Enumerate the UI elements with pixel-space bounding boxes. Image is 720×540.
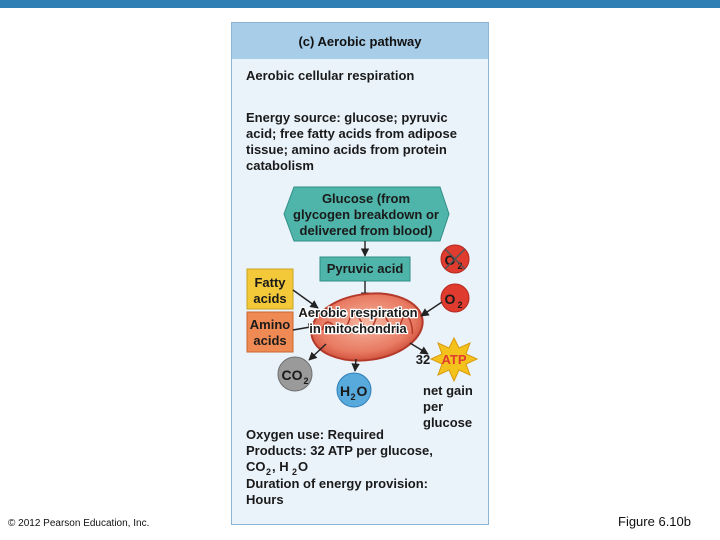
amino-acids-label: Amino	[250, 317, 291, 332]
fatty-acids-box	[246, 268, 294, 310]
svg-text:, H: , H	[272, 459, 289, 474]
arrow-mito-co2	[308, 343, 327, 361]
svg-text:2: 2	[457, 300, 462, 310]
duration-text: Hours	[246, 492, 284, 507]
atp-count: 32	[416, 352, 430, 367]
glucose-box	[283, 186, 450, 242]
energy-source-line: acid; free fatty acids from adipose	[246, 126, 457, 141]
svg-text:2: 2	[292, 467, 297, 477]
glucose-label: glycogen breakdown or	[293, 207, 439, 222]
o2-icon: O 2	[440, 283, 470, 313]
svg-text:CO: CO	[246, 459, 266, 474]
copyright: © 2012 Pearson Education, Inc.	[8, 518, 150, 529]
atp-star-icon	[429, 336, 479, 383]
mitochondria-label: in mitochondria	[309, 321, 407, 336]
energy-source-line: tissue; amino acids from protein	[246, 142, 447, 157]
net-gain-label: glucose	[423, 415, 472, 430]
svg-text:2: 2	[303, 376, 308, 386]
top-bar	[0, 0, 720, 8]
h2o-icon: H 2 O	[336, 372, 372, 408]
panel-subtitle: Aerobic cellular respiration	[246, 68, 415, 83]
svg-text:O: O	[445, 291, 456, 307]
glucose-label: Glucose (from	[322, 191, 410, 206]
glucose-label: delivered from blood)	[300, 223, 433, 238]
atp-label: ATP	[441, 352, 466, 367]
pyruvic-acid-box	[319, 256, 411, 282]
pyruvic-acid-label: Pyruvic acid	[327, 261, 404, 276]
mitochondrion	[310, 292, 424, 362]
net-gain-label: per	[423, 399, 443, 414]
svg-text:CO: CO	[282, 367, 303, 383]
fatty-acids-label: Fatty	[254, 275, 286, 290]
energy-source-line: Energy source: glucose; pyruvic	[246, 110, 448, 125]
arrow-mito-h2o	[351, 358, 360, 372]
arrow-o2-mito	[420, 301, 443, 317]
panel-title: (c) Aerobic pathway	[232, 23, 488, 59]
svg-text:2: 2	[350, 392, 355, 402]
o2-crossed-icon: O 2	[440, 244, 470, 274]
energy-source-line: catabolism	[246, 158, 314, 173]
svg-text:2: 2	[266, 467, 271, 477]
svg-text:H: H	[340, 383, 350, 399]
figure-label: Figure 6.10b	[618, 514, 691, 529]
amino-acids-label: acids	[253, 333, 286, 348]
products-text: Products: 32 ATP per glucose,	[246, 443, 433, 458]
svg-text:O: O	[357, 383, 368, 399]
svg-text:2: 2	[457, 261, 462, 271]
duration-text: Duration of energy provision:	[246, 476, 428, 491]
arrow-mito-atp	[409, 342, 429, 355]
oxygen-use-text: Oxygen use: Required	[246, 427, 384, 442]
co2-icon: CO 2	[277, 356, 313, 392]
net-gain-label: net gain	[423, 383, 473, 398]
svg-text:O: O	[298, 459, 308, 474]
products-formula: CO 2 , H 2 O	[246, 459, 308, 477]
amino-acids-box	[246, 311, 294, 353]
arrow-fatty-mito	[292, 289, 319, 309]
fatty-acids-label: acids	[253, 291, 286, 306]
mitochondria-label: Aerobic respiration	[298, 305, 417, 320]
svg-text:O: O	[445, 252, 456, 268]
